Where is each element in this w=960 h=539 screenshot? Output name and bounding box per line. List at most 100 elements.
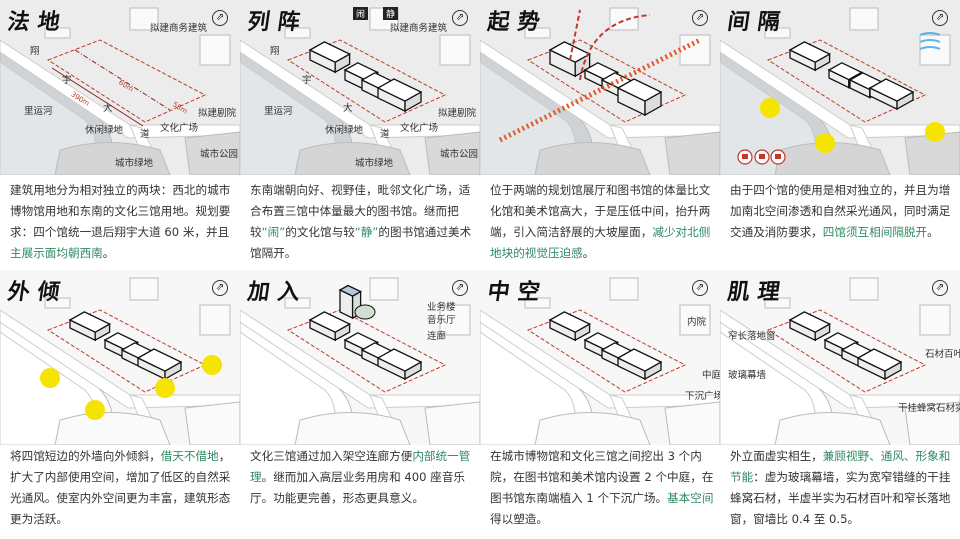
body-text: 由于四个馆的使用是相对独立的，并且为增加南北空间渗透和自然采光通风，同时满足交通…	[730, 183, 951, 239]
panel-title: 间隔	[725, 9, 790, 35]
city-park	[904, 401, 960, 445]
body-text: 建筑用地分为相对独立的两块：西北的城市博物馆用地和东南的文化三馆用地。规划要求：…	[10, 183, 231, 239]
building-volume	[376, 348, 423, 381]
diagram-label: 下沉广场	[685, 391, 720, 402]
north-arrow-icon: ⇗	[932, 10, 948, 26]
diagram-label: 内院	[687, 317, 707, 328]
body-text: 。继而加入高层业务用房和 400 座音乐厅。功能更完善，形态更具意义。	[250, 470, 466, 505]
building-volume	[616, 348, 663, 381]
regulation-icon	[754, 149, 770, 165]
site-diagram	[0, 270, 240, 445]
diagram-label: 宇	[302, 75, 312, 86]
regulation-icon	[737, 149, 753, 165]
context-building	[284, 27, 311, 39]
building-volume	[376, 78, 423, 113]
panel-description: 建筑用地分为相对独立的两块：西北的城市博物馆用地和东南的文化三馆用地。规划要求：…	[10, 180, 236, 264]
sun-icon	[815, 133, 835, 153]
body-text: 将四馆短边的外墙向外倾斜，	[10, 449, 161, 463]
sun-icon	[85, 400, 105, 420]
highlight-text: 借天不借地	[160, 449, 219, 463]
building-volume	[788, 41, 832, 72]
site-diagram	[720, 0, 960, 175]
wind-icon	[919, 46, 941, 50]
diagram-label: 翔	[270, 46, 280, 57]
highlight-text: 内部统一管理	[250, 449, 471, 484]
diagram-label: 拟建商务建筑	[150, 23, 208, 34]
panel-texture: 肌理⇗窄长落地窗玻璃幕墙石材百叶干挂蜂窝石材实墙外立面虚实相生，兼顾视野、通风、…	[720, 270, 960, 539]
zone-tag: 闹	[353, 7, 369, 20]
highlight-text: “静”	[354, 225, 379, 239]
diagram-label: 拟建商务建筑	[390, 23, 448, 34]
context-building	[439, 34, 471, 66]
building-volume	[308, 311, 352, 342]
context-building	[129, 7, 159, 31]
panel-void: 中空⇗内院中庭下沉广场在城市博物馆和文化三馆之间挖出 3 个内院，在图书馆和美术…	[480, 270, 720, 539]
diagram-label: 里运河	[24, 106, 53, 117]
body-text: 。	[582, 246, 595, 260]
context-building	[44, 297, 71, 309]
north-arrow-icon: ⇗	[932, 280, 948, 296]
north-arrow-icon: ⇗	[212, 280, 228, 296]
panel-description: 由于四个馆的使用是相对独立的，并且为增加南北空间渗透和自然采光通风，同时满足交通…	[730, 180, 956, 243]
context-building	[609, 7, 639, 31]
diagram-label: 文化广场	[160, 123, 199, 134]
diagram-label: 拟建剧院	[198, 108, 237, 119]
panel-arrangement: 列阵⇗拟建商务建筑翔宇大道里运河休闲绿地文化广场拟建剧院城市公园城市绿地闹静东南…	[240, 0, 480, 269]
context-building	[44, 27, 71, 39]
context-building	[764, 297, 791, 309]
diagram-label: 宇	[62, 75, 72, 86]
diagram-label: 窄长落地窗	[728, 331, 776, 342]
site-diagram	[480, 270, 720, 445]
body-text: 。	[927, 225, 939, 239]
body-text: 的文化馆与较	[285, 225, 355, 239]
rise-arrow	[579, 14, 651, 81]
panel-title: 法地	[5, 9, 70, 35]
panel-title: 起势	[485, 9, 550, 35]
context-building	[199, 304, 231, 336]
green-land	[774, 142, 891, 175]
highlight-text: “闹”	[261, 225, 286, 239]
wind-icon	[919, 39, 941, 43]
dimension-line	[51, 67, 144, 127]
body-text: ：虚为玻璃幕墙，实为宽窄错缝的干挂蜂窝石材，半虚半实为石材百叶和窄长落地窗，窗墙…	[730, 470, 951, 526]
diagram-label: 城市绿地	[115, 158, 154, 169]
city-park	[424, 401, 480, 445]
green-land	[774, 412, 891, 445]
highlight-text: 四馆须互相间隔脱开	[822, 225, 928, 239]
diagram-label: 玻璃幕墙	[728, 370, 767, 381]
context-building	[849, 277, 879, 301]
diagram-label: 大	[343, 103, 353, 114]
dividing-line	[74, 49, 171, 111]
body-text: 的图书馆通过美术馆隔开。	[250, 225, 472, 260]
panel-addition: 加入⇗业务楼音乐厅连廊文化三馆通过加入架空连廊方便内部统一管理。继而加入高层业务…	[240, 270, 480, 539]
context-building	[284, 297, 311, 309]
panel-description: 外立面虚实相生，兼顾视野、通风、形象和节能：虚为玻璃幕墙，实为宽窄错缝的干挂蜂窝…	[730, 446, 956, 530]
city-park	[664, 131, 720, 175]
building-volume	[136, 348, 183, 381]
panel-tilt: 外倾⇗将四馆短边的外墙向外倾斜，借天不借地，扩大了内部使用空间，增加了低区的自然…	[0, 270, 240, 539]
rise-arrow	[569, 9, 581, 61]
panel-description: 位于两端的规划馆展厅和图书馆的体量比文化馆和美术馆高大，于是压低中间，抬升两端，…	[490, 180, 716, 264]
highlight-text: 主展示面均朝西南	[10, 246, 103, 260]
diagram-label: 文化广场	[400, 123, 439, 134]
north-arrow-icon: ⇗	[212, 10, 228, 26]
diagram-label: 城市公园	[440, 149, 479, 160]
context-building	[129, 277, 159, 301]
diagram-label: 城市公园	[200, 149, 239, 160]
regulation-icon	[770, 149, 786, 165]
concert-hall	[354, 304, 376, 320]
north-arrow-icon: ⇗	[692, 10, 708, 26]
building-volume	[868, 78, 915, 111]
sun-icon	[760, 98, 780, 118]
context-building	[524, 297, 551, 309]
panel-title: 肌理	[725, 279, 790, 305]
site-boundary	[46, 39, 207, 123]
panel-description: 在城市博物馆和文化三馆之间挖出 3 个内院，在图书馆和美术馆内设置 2 个中庭，…	[490, 446, 716, 530]
context-building	[369, 277, 399, 301]
green-land	[534, 142, 651, 175]
site-diagram	[720, 270, 960, 445]
diagram-label: 翔	[30, 46, 40, 57]
highlight-text: 基本空间	[667, 491, 714, 505]
building-volume	[616, 78, 663, 117]
